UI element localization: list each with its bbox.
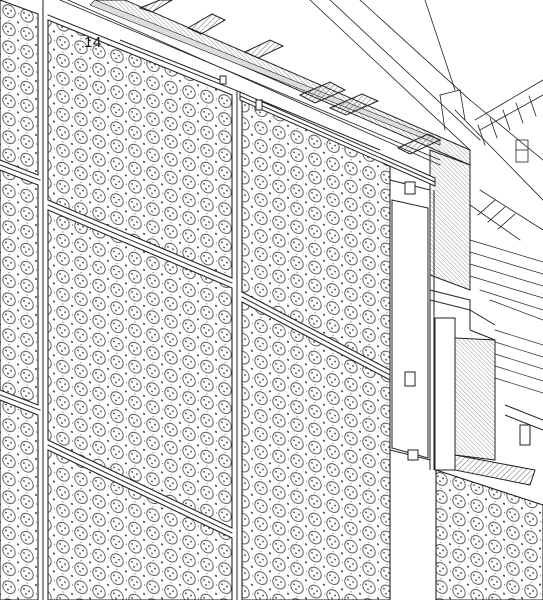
roof-slab <box>89 0 471 166</box>
top-rail <box>59 0 441 166</box>
panel-b3 <box>47 449 233 600</box>
slab-sections <box>429 149 543 486</box>
panel-b1 <box>47 19 233 279</box>
panel-a3 <box>0 399 39 600</box>
panel-b2 <box>47 209 233 529</box>
roof-structure <box>309 0 543 241</box>
wall-substrate <box>239 91 436 470</box>
panel-a2 <box>0 169 39 406</box>
interior-floor-slats <box>469 239 543 394</box>
panel-c2 <box>241 301 391 600</box>
callout-number: 14 <box>84 34 102 51</box>
fixing-brackets <box>119 39 419 461</box>
panel-d1 <box>435 469 543 600</box>
panel-joints <box>0 0 391 600</box>
panel-a1 <box>0 0 39 176</box>
